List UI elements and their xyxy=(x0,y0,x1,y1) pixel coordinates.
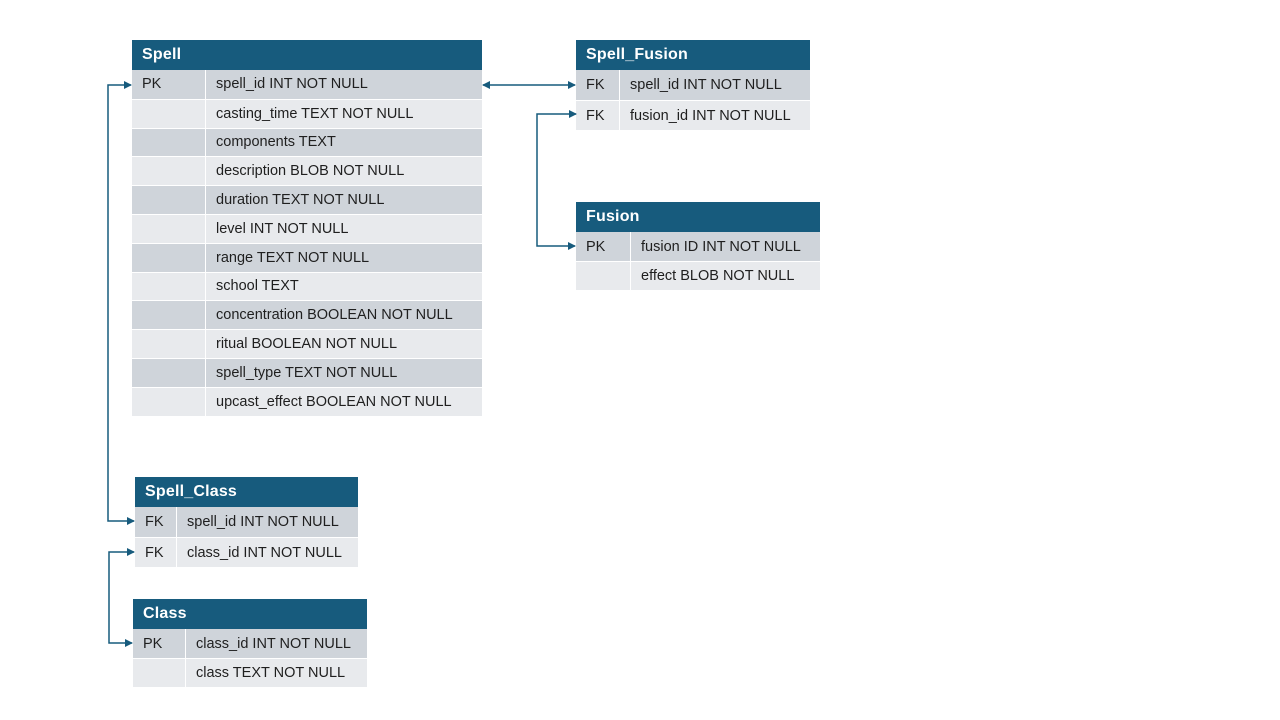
table-spell-class: Spell_Class FK spell_id INT NOT NULL FK cl… xyxy=(135,477,358,567)
table-row: PK class_id INT NOT NULL xyxy=(133,629,367,658)
table-row: school TEXT xyxy=(132,271,482,301)
key-label xyxy=(132,358,206,387)
column-definition: spell_type TEXT NOT NULL xyxy=(216,364,398,381)
key-label xyxy=(132,272,206,301)
column-definition: concentration BOOLEAN NOT NULL xyxy=(216,307,453,324)
column-definition: casting_time TEXT NOT NULL xyxy=(216,105,414,122)
table-row: FK spell_id INT NOT NULL xyxy=(135,507,358,537)
table-spell: Spell PK spell_id INT NOT NULL casting_ti… xyxy=(132,40,482,416)
column-definition: fusion_id INT NOT NULL xyxy=(630,107,791,124)
table-row: FK fusion_id INT NOT NULL xyxy=(576,100,810,130)
table-row: range TEXT NOT NULL xyxy=(132,242,482,272)
column-definition: spell_id INT NOT NULL xyxy=(630,77,782,93)
link-spellfusion-fusion xyxy=(536,110,577,250)
link-spellclass-class xyxy=(108,548,135,647)
table-row: PK fusion ID INT NOT NULL xyxy=(576,232,820,261)
key-label: PK xyxy=(132,70,206,99)
table-class: Class PK class_id INT NOT NULL class TEXT… xyxy=(133,599,367,687)
table-fusion: Fusion PK fusion ID INT NOT NULL effect B… xyxy=(576,202,820,290)
column-definition: class TEXT NOT NULL xyxy=(196,665,346,681)
key-label xyxy=(133,659,186,687)
column-definition: school TEXT xyxy=(216,278,299,295)
table-row: PK spell_id INT NOT NULL xyxy=(132,70,482,99)
column-definition: ritual BOOLEAN NOT NULL xyxy=(216,336,398,353)
table-row: class TEXT NOT NULL xyxy=(133,658,367,687)
table-row: description BLOB NOT NULL xyxy=(132,156,482,186)
table-row: upcast_effect BOOLEAN NOT NULL xyxy=(132,386,482,416)
key-label xyxy=(132,157,206,186)
key-label xyxy=(132,301,206,330)
column-definition: components TEXT xyxy=(216,134,336,151)
key-label xyxy=(132,186,206,214)
table-row: concentration BOOLEAN NOT NULL xyxy=(132,300,482,330)
table-row: duration TEXT NOT NULL xyxy=(132,185,482,214)
table-row: spell_type TEXT NOT NULL xyxy=(132,357,482,387)
key-label xyxy=(132,214,206,243)
key-label xyxy=(132,243,206,272)
column-definition: spell_id INT NOT NULL xyxy=(187,514,339,530)
key-label xyxy=(132,128,206,157)
column-definition: fusion ID INT NOT NULL xyxy=(641,238,801,255)
table-title: Fusion xyxy=(576,202,820,232)
link-spell-spellclass xyxy=(107,81,135,525)
column-definition: class_id INT NOT NULL xyxy=(187,544,342,561)
key-label xyxy=(576,262,631,290)
table-title: Spell_Class xyxy=(135,477,358,507)
column-definition: upcast_effect BOOLEAN NOT NULL xyxy=(216,393,452,410)
key-label xyxy=(132,99,206,128)
table-row: casting_time TEXT NOT NULL xyxy=(132,98,482,128)
column-definition: spell_id INT NOT NULL xyxy=(216,76,368,93)
key-label: FK xyxy=(135,538,177,567)
column-definition: class_id INT NOT NULL xyxy=(196,635,351,652)
column-definition: range TEXT NOT NULL xyxy=(216,249,370,266)
table-title: Spell xyxy=(132,40,482,70)
table-spell-fusion: Spell_Fusion FK spell_id INT NOT NULL FK f… xyxy=(576,40,810,130)
table-row: effect BLOB NOT NULL xyxy=(576,261,820,290)
table-title: Spell_Fusion xyxy=(576,40,810,70)
table-title: Class xyxy=(133,599,367,629)
table-row: components TEXT xyxy=(132,127,482,157)
column-definition: description BLOB NOT NULL xyxy=(216,163,405,180)
key-label: FK xyxy=(135,507,177,537)
key-label xyxy=(132,330,206,358)
key-label: FK xyxy=(576,101,620,130)
column-definition: level INT NOT NULL xyxy=(216,220,349,237)
key-label: PK xyxy=(133,629,186,658)
column-definition: duration TEXT NOT NULL xyxy=(216,192,385,209)
key-label: PK xyxy=(576,232,631,261)
table-row: FK class_id INT NOT NULL xyxy=(135,537,358,567)
key-label xyxy=(132,387,206,416)
table-row: ritual BOOLEAN NOT NULL xyxy=(132,329,482,358)
table-row: FK spell_id INT NOT NULL xyxy=(576,70,810,100)
table-row: level INT NOT NULL xyxy=(132,213,482,243)
column-definition: effect BLOB NOT NULL xyxy=(641,268,795,284)
key-label: FK xyxy=(576,70,620,100)
